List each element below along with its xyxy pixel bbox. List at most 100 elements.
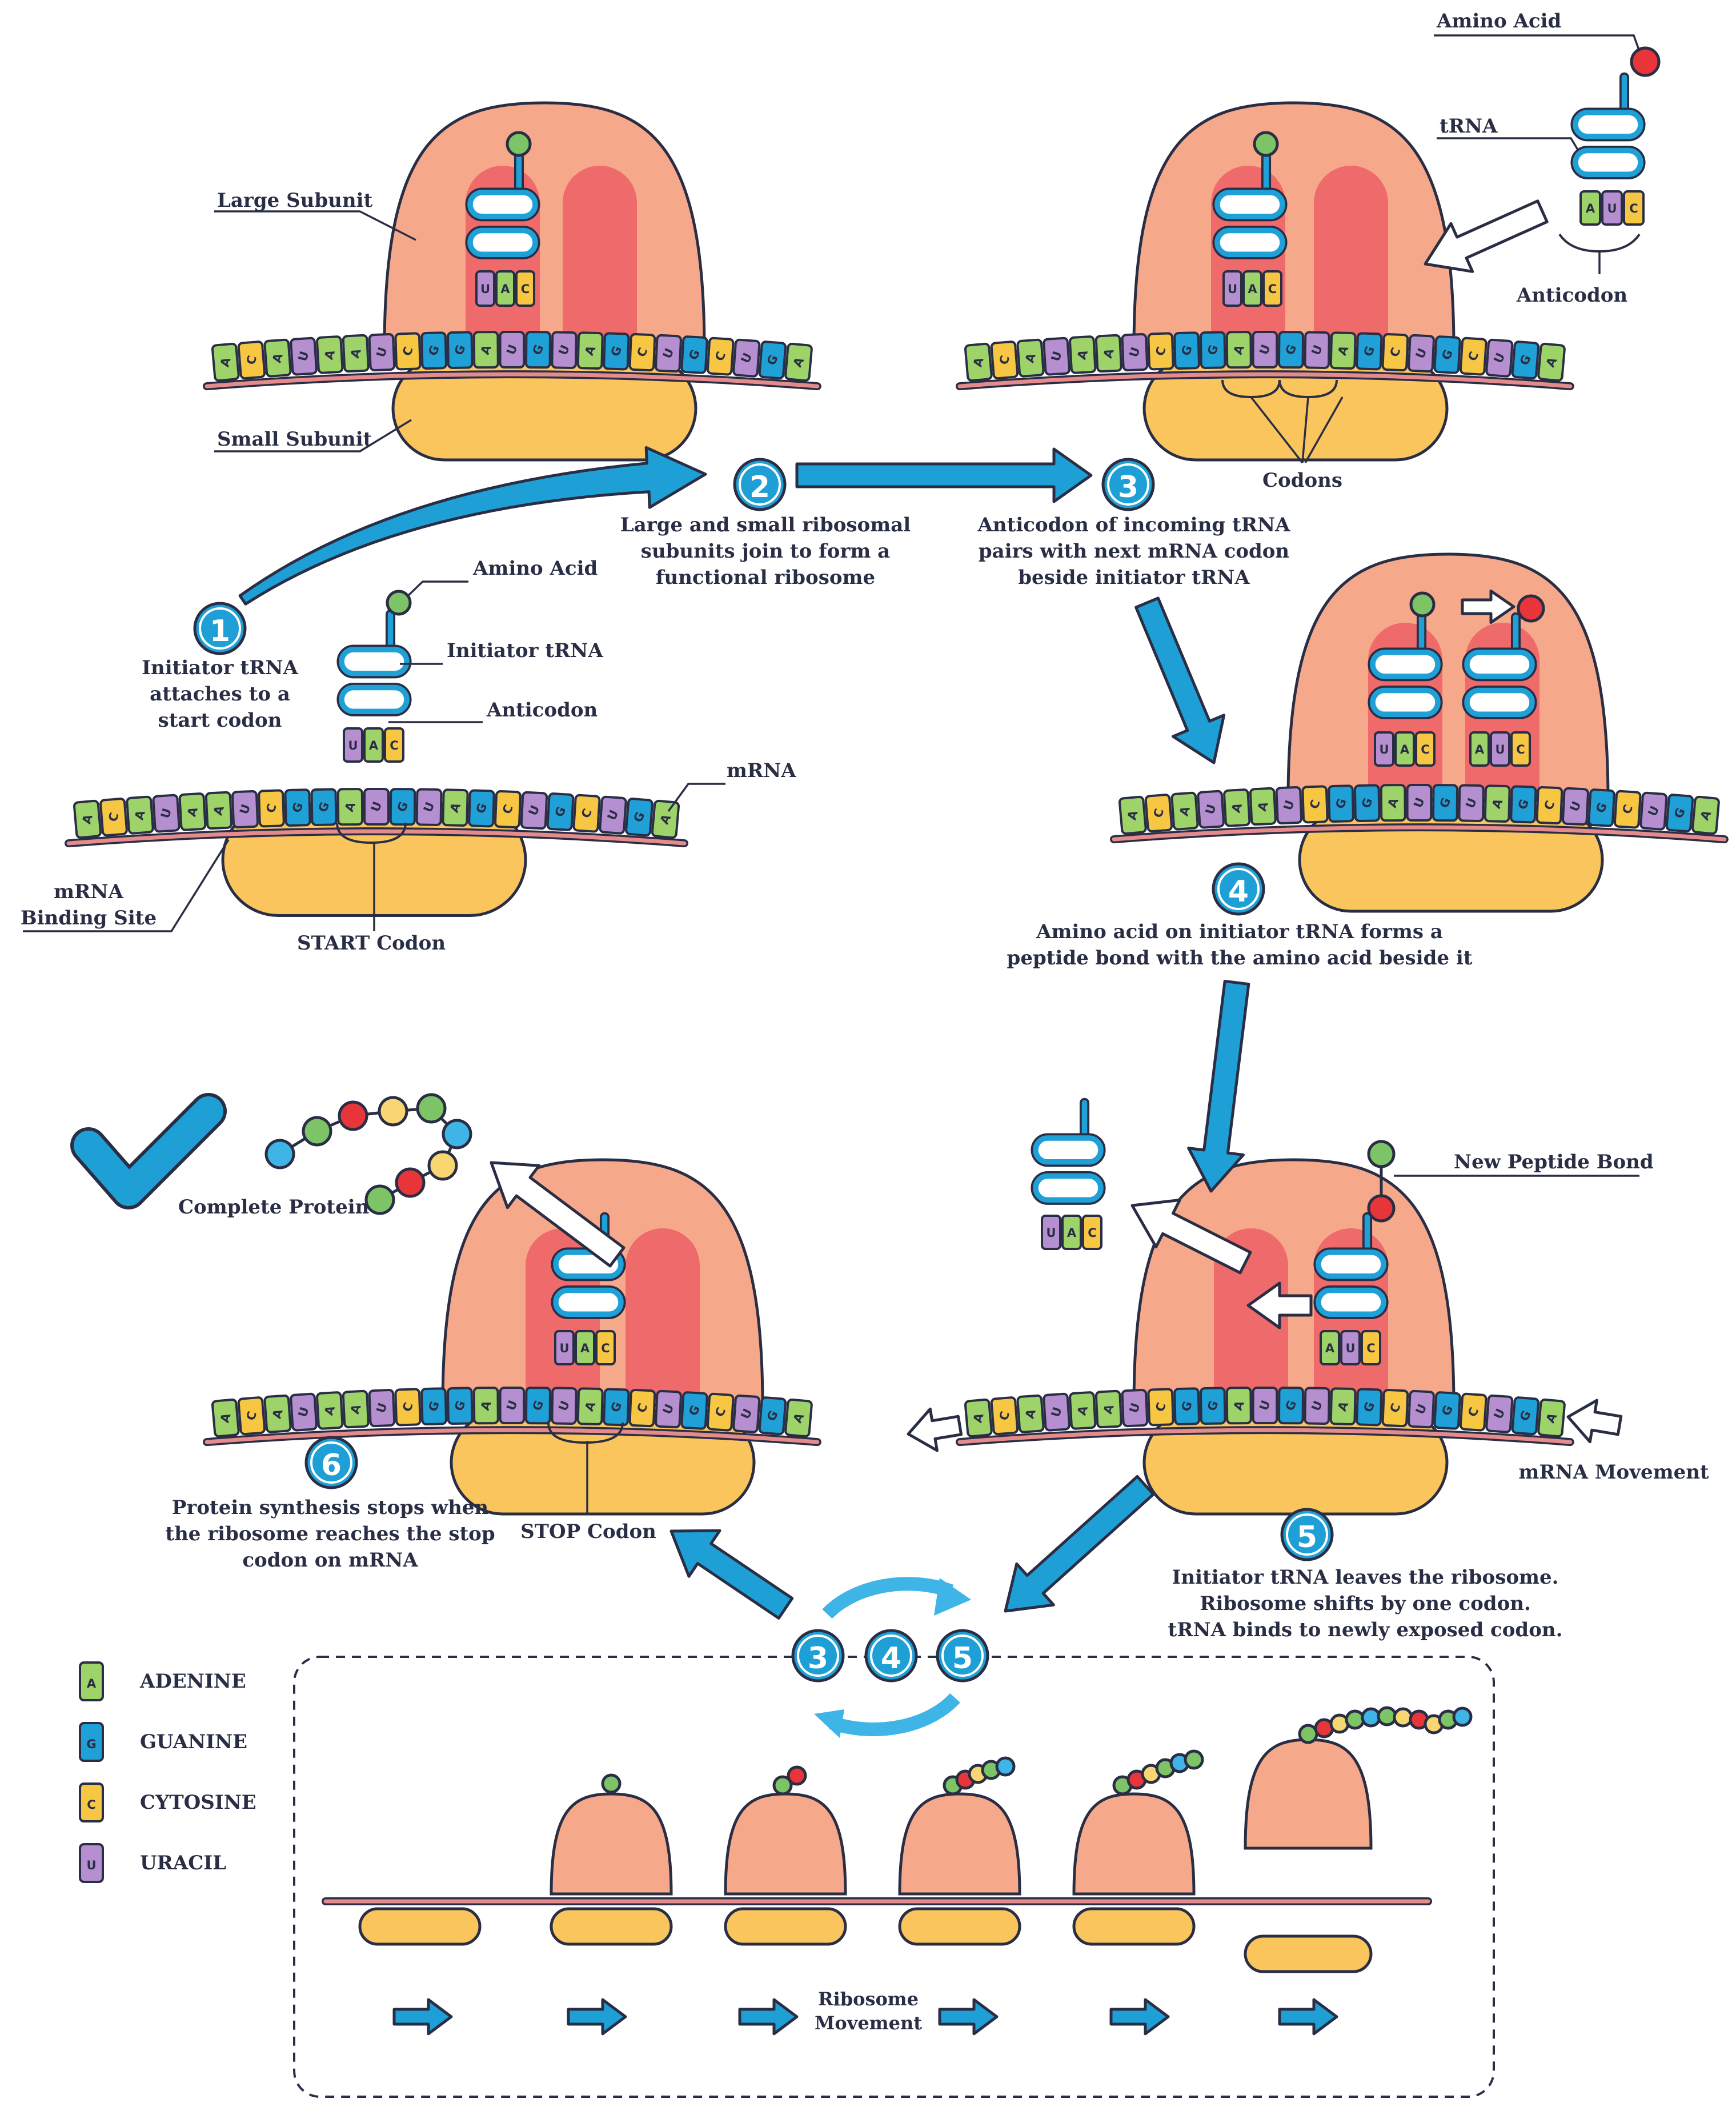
anticodon-letter: U: [1495, 743, 1505, 756]
anticodon-base-U: [343, 727, 363, 763]
base-tile: [758, 341, 787, 380]
step-4-caption: Amino acid on initiator tRNA forms a pep…: [1007, 920, 1473, 970]
step-4-number: 4: [1228, 875, 1249, 909]
mrna-base-U: U: [368, 1389, 396, 1428]
mrna-base-C: C: [1459, 337, 1488, 376]
mrna-base-A: A: [1069, 335, 1097, 374]
anticodon-base-C: [1623, 190, 1645, 226]
arrow-step2-to-step3: [795, 447, 1093, 503]
base-tile: [494, 790, 522, 829]
svg-text:peptide bond with the amino ac: peptide bond with the amino acid beside …: [1007, 947, 1473, 970]
shift-arrow: [1246, 1281, 1313, 1329]
base-letter: C: [1153, 1401, 1169, 1413]
leader-line: [214, 419, 412, 452]
mrna-base-A: A: [576, 1387, 604, 1425]
trna: [1031, 1097, 1106, 1205]
anticodon-base-A: [495, 270, 515, 307]
base-tile: [990, 1396, 1019, 1436]
trna: [1368, 612, 1443, 719]
base-tile: [1069, 1391, 1097, 1430]
mrna-base-C: C: [990, 341, 1019, 380]
mrna-base-G: G: [447, 1387, 474, 1425]
arrow-step5-to-cycle: [1004, 1475, 1155, 1613]
base-tile: [655, 334, 682, 373]
base-tile: [152, 794, 181, 833]
peptide-bond-arrow: [1461, 589, 1516, 624]
base-tile: [1016, 1394, 1045, 1433]
trna-loop: [1214, 227, 1285, 258]
anticodon-base-A: [1320, 1330, 1340, 1365]
mrna-base-A: A: [1484, 784, 1511, 823]
trna-loop: [467, 227, 538, 258]
base-tile: [1587, 788, 1615, 827]
mrna-base-U: U: [551, 1387, 578, 1425]
base-letter: U: [374, 1401, 390, 1415]
base-tile: [1459, 337, 1488, 376]
base-tile: [990, 341, 1019, 380]
released-amino-acid: [1298, 1724, 1318, 1744]
label-large-subunit: Large Subunit: [217, 189, 372, 212]
amino-acid: [1409, 591, 1436, 618]
mrna-base-A: A: [784, 1398, 813, 1438]
mrna-base-C: C: [1144, 794, 1173, 833]
trna-loop: [1316, 1249, 1386, 1279]
svg-text:Initiator tRNA leaves the ribo: Initiator tRNA leaves the ribosome.: [1172, 1566, 1559, 1589]
step-1-badge: [193, 602, 247, 655]
trna: [336, 609, 412, 716]
base-tile: [1537, 342, 1566, 382]
base-letter: U: [158, 807, 174, 820]
stop-codon-brace: [547, 1422, 624, 1444]
mrna-base-C: C: [706, 1392, 735, 1432]
protein-amino-acid: [338, 1100, 368, 1131]
base-tile: [284, 788, 311, 827]
anticodon-base-U: [1041, 1215, 1061, 1250]
base-letter: A: [1255, 800, 1271, 813]
trna-loop: [1033, 1173, 1104, 1203]
mrna-base-A: A: [1691, 795, 1720, 835]
mrna-base-A: A: [1225, 1387, 1252, 1425]
svg-text:Large and small ribosomal: Large and small ribosomal: [620, 514, 911, 536]
anticodon-letter: C: [390, 739, 398, 752]
base-letter: A: [322, 348, 338, 361]
base-tile: [290, 337, 318, 376]
mrna-base-C: C: [572, 794, 601, 833]
mrna-base-G: G: [1200, 1387, 1226, 1425]
base-tile: [368, 1389, 396, 1428]
leader-line: [214, 210, 416, 241]
trna-loop: [1573, 110, 1643, 139]
mrna-base-U: U: [1275, 786, 1303, 825]
leader-line: [1437, 137, 1579, 150]
mrna-base-G: G: [1665, 794, 1694, 833]
base-tile: [599, 795, 627, 835]
mrna-base-U: U: [1485, 338, 1514, 378]
legend-adenine-name: ADENINE: [139, 1670, 246, 1693]
base-tile: [316, 335, 344, 374]
mrna-base-G: G: [1433, 1391, 1461, 1430]
base-tile: [576, 331, 604, 370]
mrna-base-U: U: [368, 333, 396, 372]
base-letter: A: [79, 812, 95, 826]
mrna-base-G: G: [758, 1396, 787, 1436]
cycle-badge-3: [791, 1629, 845, 1683]
base-tile: [551, 331, 578, 369]
base-tile: [178, 792, 207, 831]
large-subunit: [1132, 1158, 1456, 1407]
step-5-number: 5: [1297, 1520, 1317, 1555]
base-tile: [420, 1387, 447, 1425]
base-letter: U: [296, 1405, 312, 1419]
amino-acid: [1517, 594, 1545, 623]
trna-loop: [339, 684, 410, 715]
anticodon-base-A: [1579, 190, 1601, 226]
base-tile: [732, 1394, 761, 1433]
anticodon-base-C: [1361, 1330, 1381, 1365]
base-letter: A: [348, 1403, 364, 1416]
mrna-base-G: G: [284, 788, 311, 827]
base-tile: [628, 333, 656, 372]
base-tile: [420, 331, 447, 370]
amino-acid: [1367, 1140, 1396, 1168]
mrna-base-G: G: [1432, 784, 1458, 822]
released-amino-acid: [1377, 1706, 1397, 1727]
